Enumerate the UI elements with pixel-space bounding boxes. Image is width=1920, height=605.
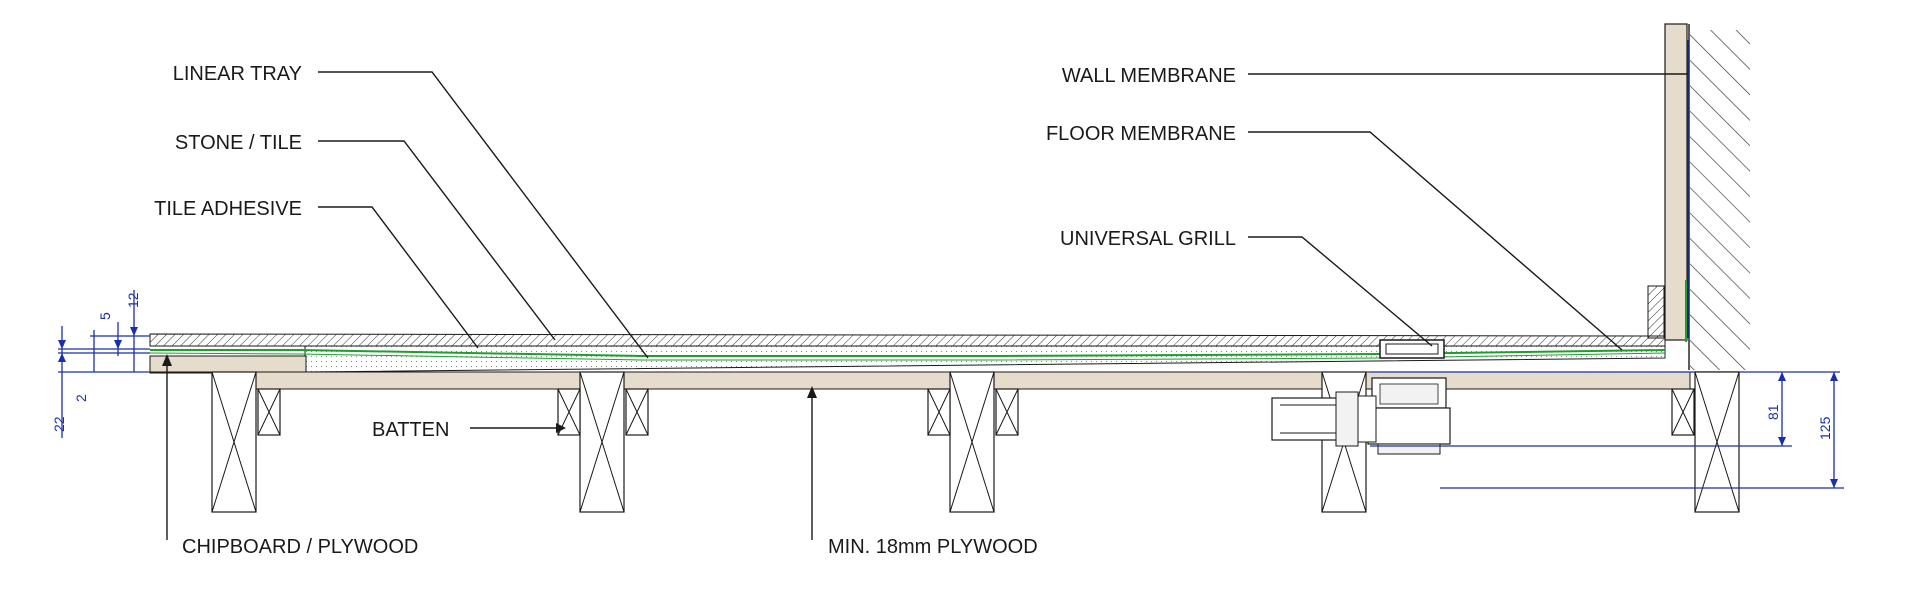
batten-4 xyxy=(927,388,951,436)
wall xyxy=(1664,23,1750,370)
label-universal-grill: UNIVERSAL GRILL xyxy=(1060,228,1236,250)
universal-grill xyxy=(1379,339,1445,359)
dimensions-right: 81 125 xyxy=(1370,372,1844,489)
labels: LINEAR TRAY STONE / TILE TILE ADHESIVE B… xyxy=(154,63,1236,558)
label-min-18mm-plywood: MIN. 18mm PLYWOOD xyxy=(828,536,1038,558)
batten-1 xyxy=(257,388,281,436)
label-batten: BATTEN xyxy=(372,419,449,441)
label-chipboard-plywood: CHIPBOARD / PLYWOOD xyxy=(182,536,418,558)
dim-2-label: 2 xyxy=(73,394,89,402)
joist-3 xyxy=(949,371,995,513)
label-stone-tile: STONE / TILE xyxy=(175,132,302,154)
joists xyxy=(211,371,1740,513)
dimensions-left: 12 5 2 22 xyxy=(51,290,150,438)
joist-2 xyxy=(579,371,625,513)
dim-81-label: 81 xyxy=(1765,404,1781,420)
label-linear-tray: LINEAR TRAY xyxy=(173,63,302,85)
leader-lines xyxy=(162,71,1688,540)
batten-5 xyxy=(995,388,1019,436)
battens xyxy=(257,388,1695,436)
dim-22-label: 22 xyxy=(51,416,67,432)
joist-5 xyxy=(1694,371,1740,513)
label-tile-adhesive: TILE ADHESIVE xyxy=(154,198,302,220)
joist-1 xyxy=(211,371,257,513)
waste-trap xyxy=(1271,377,1451,455)
chipboard-plywood xyxy=(149,355,307,374)
dim-125-label: 125 xyxy=(1817,416,1833,440)
batten-6 xyxy=(1671,388,1695,436)
linear-tray xyxy=(304,345,1666,373)
dim-12-label: 12 xyxy=(125,292,141,308)
label-floor-membrane: FLOOR MEMBRANE xyxy=(1046,123,1236,145)
floor-buildup xyxy=(149,285,1840,390)
label-wall-membrane: WALL MEMBRANE xyxy=(1062,65,1236,87)
batten-3 xyxy=(625,388,649,436)
dim-5-label: 5 xyxy=(97,312,113,320)
